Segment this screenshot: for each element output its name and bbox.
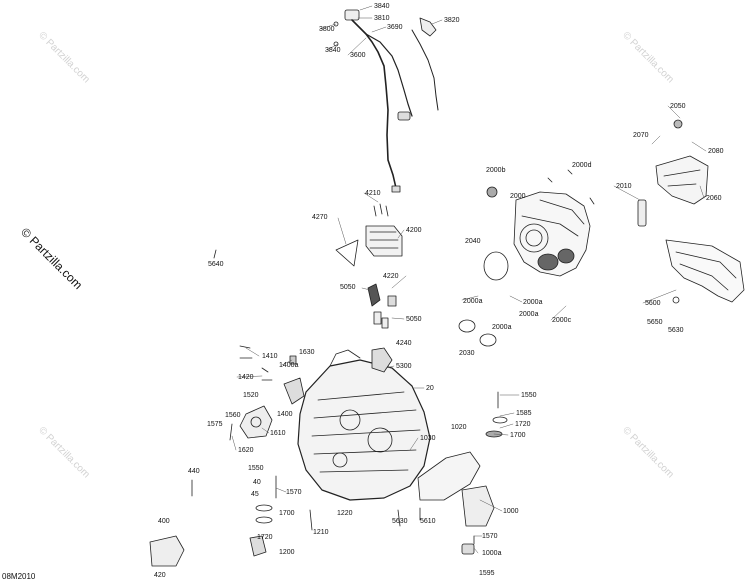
part-callout-1550b[interactable]: 1550 xyxy=(248,465,264,472)
part-callout-2010[interactable]: 2010 xyxy=(616,183,632,190)
part-callout-1700b[interactable]: 1700 xyxy=(279,510,295,517)
part-callout-1000a[interactable]: 1000a xyxy=(482,550,502,557)
part-callout-1630[interactable]: 1630 xyxy=(299,349,315,356)
diagram-code: 08M2010 xyxy=(2,572,36,581)
part-callout-2000a_3[interactable]: 2000a xyxy=(519,311,539,318)
part-callout-1200[interactable]: 1200 xyxy=(279,549,295,556)
part-callout-1210[interactable]: 1210 xyxy=(313,529,329,536)
sensor-group xyxy=(367,283,397,329)
part-callout-2000b[interactable]: 2000b xyxy=(486,167,506,174)
part-callout-2060[interactable]: 2060 xyxy=(706,195,722,202)
part-callout-5630[interactable]: 5630 xyxy=(668,327,684,334)
part-callout-420[interactable]: 420 xyxy=(154,572,166,579)
leader-lines xyxy=(231,5,707,554)
part-callout-3600[interactable]: 3600 xyxy=(350,52,366,59)
part-callout-1560[interactable]: 1560 xyxy=(225,412,241,419)
part-callout-1610[interactable]: 1610 xyxy=(270,430,286,437)
part-callout-3690[interactable]: 3690 xyxy=(387,24,403,31)
gasket-ring-b xyxy=(479,333,497,347)
part-callout-4220[interactable]: 4220 xyxy=(383,273,399,280)
part-callout-3810[interactable]: 3810 xyxy=(374,15,390,22)
part-callout-5050b[interactable]: 5050 xyxy=(406,316,422,323)
part-callout-4240[interactable]: 4240 xyxy=(396,340,412,347)
part-callout-1575[interactable]: 1575 xyxy=(207,421,223,428)
part-callout-20[interactable]: 20 xyxy=(426,385,434,392)
part-callout-400[interactable]: 400 xyxy=(158,518,170,525)
part-callout-3820[interactable]: 3820 xyxy=(444,17,460,24)
side-cover xyxy=(239,377,305,439)
throttle-cable xyxy=(333,9,439,193)
part-callout-1585[interactable]: 1585 xyxy=(516,410,532,417)
part-callout-3840[interactable]: 3840 xyxy=(374,3,390,10)
part-callout-1520[interactable]: 1520 xyxy=(243,392,259,399)
part-callout-1595[interactable]: 1595 xyxy=(479,570,495,577)
part-callout-1550[interactable]: 1550 xyxy=(521,392,537,399)
part-callout-2070[interactable]: 2070 xyxy=(633,132,649,139)
support-bracket xyxy=(637,119,709,227)
part-callout-5640[interactable]: 5640 xyxy=(208,261,224,268)
part-callout-1400a[interactable]: 1400a xyxy=(279,362,299,369)
ecm-module xyxy=(335,203,403,267)
part-callout-1720b[interactable]: 1720 xyxy=(257,534,273,541)
part-callout-1720[interactable]: 1720 xyxy=(515,421,531,428)
part-callout-2030[interactable]: 2030 xyxy=(459,350,475,357)
part-callout-2080[interactable]: 2080 xyxy=(708,148,724,155)
part-callout-5600[interactable]: 5600 xyxy=(645,300,661,307)
part-callout-2040[interactable]: 2040 xyxy=(465,238,481,245)
part-callout-1400[interactable]: 1400 xyxy=(277,411,293,418)
part-callout-1620[interactable]: 1620 xyxy=(238,447,254,454)
part-callout-5610[interactable]: 5610 xyxy=(420,518,436,525)
part-callout-5650[interactable]: 5650 xyxy=(647,319,663,326)
part-callout-3840b[interactable]: 3840 xyxy=(325,47,341,54)
part-callout-1030[interactable]: 1030 xyxy=(420,435,436,442)
clamp-ring xyxy=(483,251,509,281)
part-callout-1700[interactable]: 1700 xyxy=(510,432,526,439)
engine-cover xyxy=(417,451,495,527)
part-callout-2000[interactable]: 2000 xyxy=(510,193,526,200)
fasteners xyxy=(149,249,508,567)
part-callout-440[interactable]: 440 xyxy=(188,468,200,475)
part-callout-2000a_1[interactable]: 2000a xyxy=(463,298,483,305)
part-callout-2000a_4[interactable]: 2000a xyxy=(492,324,512,331)
engine-block xyxy=(297,347,431,501)
turbocharger xyxy=(486,169,595,277)
part-callout-5300[interactable]: 5300 xyxy=(396,363,412,370)
part-callout-40[interactable]: 40 xyxy=(253,479,261,486)
part-callout-3800[interactable]: 3800 xyxy=(319,26,335,33)
part-callout-4210[interactable]: 4210 xyxy=(365,190,381,197)
part-callout-1570b[interactable]: 1570 xyxy=(482,533,498,540)
part-callout-2000d[interactable]: 2000d xyxy=(572,162,592,169)
part-callout-2050[interactable]: 2050 xyxy=(670,103,686,110)
part-callout-1000[interactable]: 1000 xyxy=(503,508,519,515)
part-callout-1020[interactable]: 1020 xyxy=(451,424,467,431)
part-callout-2000c[interactable]: 2000c xyxy=(552,317,572,324)
part-callout-1570[interactable]: 1570 xyxy=(286,489,302,496)
part-callout-4270[interactable]: 4270 xyxy=(312,214,328,221)
part-callout-45[interactable]: 45 xyxy=(251,491,259,498)
part-callout-1420[interactable]: 1420 xyxy=(238,374,254,381)
part-callout-2000a_2[interactable]: 2000a xyxy=(523,299,543,306)
part-callout-1220[interactable]: 1220 xyxy=(337,510,353,517)
gasket-ring-a xyxy=(458,319,476,333)
part-callout-1410[interactable]: 1410 xyxy=(262,353,278,360)
heat-shield xyxy=(665,239,745,304)
part-callout-5630b[interactable]: 5630 xyxy=(392,518,408,525)
part-callout-4200[interactable]: 4200 xyxy=(406,227,422,234)
part-callout-5050[interactable]: 5050 xyxy=(340,284,356,291)
